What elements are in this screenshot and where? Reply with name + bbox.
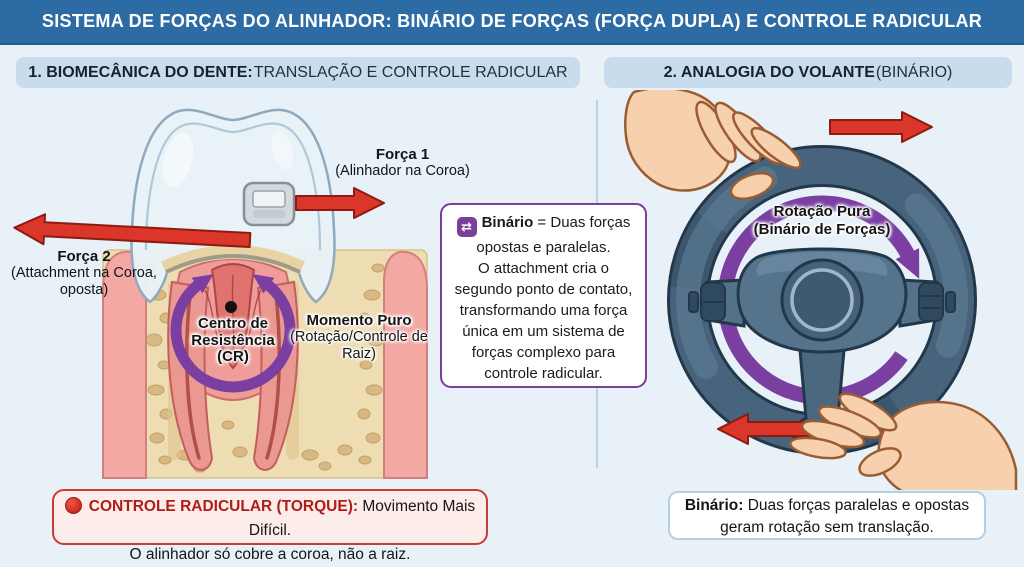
force1-subtitle: (Alinhador na Coroa) xyxy=(335,163,470,179)
right-panel-header: 2. ANALOGIA DO VOLANTE (BINÁRIO) xyxy=(604,57,1012,88)
wheel-hub xyxy=(688,247,956,440)
left-panel-header-rest: TRANSLAÇÃO E CONTROLE RADICULAR xyxy=(253,63,568,81)
cycle-arrows-icon: ⇄ xyxy=(456,217,477,237)
force1-title: Força 1 xyxy=(375,146,430,163)
center-of-resistance-label: Centro de Resistência (CR) xyxy=(191,315,275,365)
title-bar: SISTEMA DE FORÇAS DO ALINHADOR: BINÁRIO … xyxy=(0,0,1024,45)
right-panel-header-bold: 2. ANALOGIA DO VOLANTE xyxy=(663,63,875,81)
left-panel-header: 1. BIOMECÂNICA DO DENTE: TRANSLAÇÃO E CO… xyxy=(16,57,580,88)
pure-moment-label: Momento Puro (Rotação/Controle de Raiz) xyxy=(283,312,435,363)
pure-moment-subtitle: (Rotação/Controle de Raiz) xyxy=(290,329,428,362)
binario-definition-box: ⇄Binário = Duas forças opostas e paralel… xyxy=(440,203,647,388)
force1-arrow xyxy=(295,187,385,219)
force2-title: Força 2 xyxy=(57,248,111,265)
left-panel-header-bold: 1. BIOMECÂNICA DO DENTE: xyxy=(28,63,253,81)
attachment xyxy=(242,181,296,227)
steering-wheel-illustration xyxy=(624,90,1018,490)
force1-label: Força 1 (Alinhador na Coroa) xyxy=(325,146,480,180)
binario-term: Binário xyxy=(481,214,534,231)
force2-subtitle: (Attachment na Coroa, oposta) xyxy=(11,265,157,298)
cr-dot xyxy=(225,301,237,313)
root-control-warning-box: CONTROLE RADICULAR (TORQUE): Movimento M… xyxy=(52,489,488,563)
wheel-buttons xyxy=(688,282,956,322)
hand-top-left xyxy=(624,90,802,201)
summary-line-1: Binário: Duas forças paralelas e opostas xyxy=(684,497,970,514)
force2-label: Força 2 (Attachment na Coroa, oposta) xyxy=(0,248,168,299)
page-title: SISTEMA DE FORÇAS DO ALINHADOR: BINÁRIO … xyxy=(41,11,983,31)
warning-line-1: CONTROLE RADICULAR (TORQUE): Movimento M… xyxy=(54,495,486,543)
pure-rotation-label: Rotação Pura (Binário de Forças) xyxy=(753,203,891,238)
binario-summary-box: Binário: Duas forças paralelas e opostas… xyxy=(668,491,986,540)
warning-line-2: O alinhador só cobre a coroa, não a raiz… xyxy=(129,546,411,563)
right-panel-header-rest: (BINÁRIO) xyxy=(875,63,953,81)
warning-heading: CONTROLE RADICULAR (TORQUE): xyxy=(88,498,359,515)
red-dot-icon xyxy=(64,497,82,514)
binario-line-1: ⇄Binário = Duas forças xyxy=(442,212,645,237)
summary-line-2: geram rotação sem translação. xyxy=(720,519,934,536)
wheel-force-top-arrow xyxy=(829,111,933,143)
pure-moment-title: Momento Puro xyxy=(306,312,412,329)
hand-bottom-right xyxy=(789,392,1018,490)
wheel-force-bottom-arrow xyxy=(717,413,819,445)
